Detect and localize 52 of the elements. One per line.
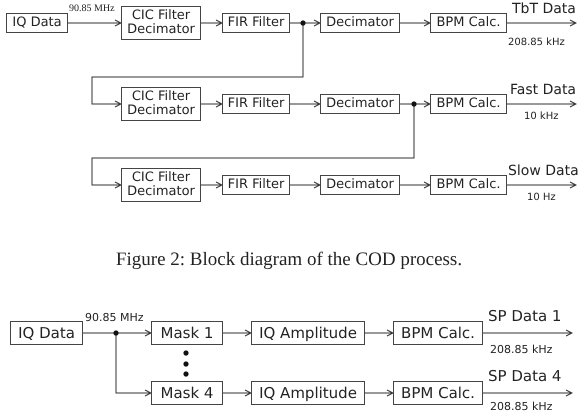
process-box: CIC Filter Decimator bbox=[121, 168, 201, 202]
edge-label: SP Data 1 bbox=[488, 309, 562, 324]
frequency-label: 208.85 kHz bbox=[508, 38, 565, 48]
process-box: BPM Calc. bbox=[430, 13, 507, 33]
edge-label: TbT Data bbox=[512, 2, 576, 16]
edge-label: Slow Data bbox=[508, 164, 578, 178]
process-box: IQ Amplitude bbox=[251, 321, 365, 345]
edge-label: SP Data 4 bbox=[488, 369, 562, 384]
arrow bbox=[222, 390, 252, 396]
arrow bbox=[400, 20, 430, 26]
arrow bbox=[222, 330, 252, 336]
arrow bbox=[290, 182, 320, 188]
process-box: BPM Calc. bbox=[393, 381, 483, 405]
edge-label: 90.85 MHz bbox=[85, 312, 144, 323]
arrow bbox=[482, 390, 572, 396]
frequency-label: 10 kHz bbox=[524, 112, 558, 122]
arrow bbox=[364, 390, 394, 396]
arrow bbox=[482, 330, 572, 336]
arrow bbox=[290, 100, 320, 108]
process-box: BPM Calc. bbox=[393, 321, 483, 345]
process-box: IQ Data bbox=[6, 13, 68, 33]
arrow bbox=[92, 22, 304, 108]
process-box: CIC Filter Decimator bbox=[121, 6, 201, 40]
edge-label: Fast Data bbox=[510, 83, 576, 97]
arrow bbox=[200, 20, 222, 26]
arrow bbox=[506, 100, 576, 108]
process-box: FIR Filter bbox=[222, 94, 290, 114]
process-box: Mask 4 bbox=[151, 381, 223, 405]
process-box: Decimator bbox=[320, 94, 400, 114]
arrow bbox=[506, 182, 576, 188]
frequency-label: 10 Hz bbox=[527, 193, 556, 203]
arrow bbox=[400, 182, 430, 188]
process-box: BPM Calc. bbox=[430, 175, 507, 195]
arrow bbox=[200, 100, 222, 108]
process-box: CIC Filter Decimator bbox=[121, 87, 201, 121]
frequency-label: 208.85 kHz bbox=[490, 401, 552, 412]
edge-label: 90.85 MHz bbox=[69, 4, 115, 14]
process-box: BPM Calc. bbox=[430, 94, 507, 114]
process-box: IQ Data bbox=[10, 321, 83, 345]
process-box: Decimator bbox=[320, 13, 400, 33]
process-box: Decimator bbox=[320, 175, 400, 195]
arrow bbox=[364, 330, 394, 336]
process-box: Mask 1 bbox=[151, 321, 223, 345]
arrow bbox=[92, 104, 414, 188]
process-box: FIR Filter bbox=[222, 13, 290, 33]
frequency-label: 208.85 kHz bbox=[490, 344, 552, 355]
arrow bbox=[68, 20, 122, 26]
arrow bbox=[200, 182, 222, 188]
arrow bbox=[506, 20, 576, 26]
process-box: FIR Filter bbox=[222, 175, 290, 195]
figure-caption: Figure 2: Block diagram of the COD process. bbox=[114, 250, 464, 269]
process-box: IQ Amplitude bbox=[251, 381, 365, 405]
